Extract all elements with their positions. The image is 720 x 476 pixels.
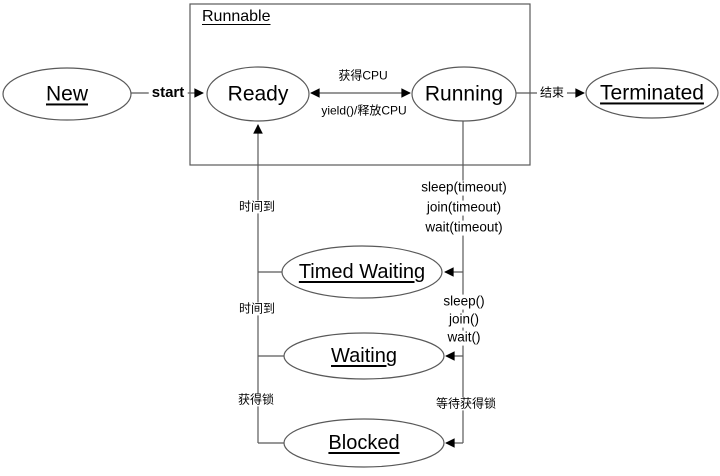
new-state-ellipse: [2, 67, 132, 121]
sleep-timeout-label: sleep(timeout): [418, 180, 510, 196]
sleep-label: sleep(): [440, 294, 488, 310]
new-state-label: New: [45, 82, 89, 106]
timed-waiting-state-label: Timed Waiting: [298, 261, 426, 283]
runnable-group-title: Runnable: [202, 8, 271, 25]
blocked-state-ellipse: [283, 418, 445, 468]
timed-waiting-state-ellipse: [281, 245, 443, 299]
nodes-layer: [2, 66, 719, 468]
acquire-lock-label: 获得锁: [234, 393, 278, 407]
running-state-label: Running: [424, 82, 504, 106]
running-state-ellipse: [411, 66, 517, 122]
runnable-group-box: [189, 3, 531, 166]
ready-state-ellipse: [206, 66, 310, 122]
ready-state-label: Ready: [227, 82, 289, 106]
start-transition-label: start: [148, 84, 188, 102]
join-timeout-label: join(timeout): [423, 200, 505, 216]
yield-release-cpu-transition-label: yield()/释放CPU: [321, 103, 407, 118]
time-up-timed-waiting-label: 时间到: [235, 200, 279, 214]
time-up-waiting-label: 时间到: [235, 302, 279, 316]
edges-layer: [131, 88, 585, 448]
waiting-state-ellipse: [283, 332, 445, 380]
finish-transition-label: 结束: [536, 86, 568, 100]
terminated-state-ellipse: [585, 67, 719, 119]
wait-label: wait(): [444, 330, 484, 346]
blocked-state-label: Blocked: [328, 432, 400, 454]
wait-acquire-lock-label: 等待获得锁: [432, 397, 500, 411]
join-label: join(): [445, 312, 483, 328]
acquire-cpu-transition-label: 获得CPU: [338, 68, 388, 83]
waiting-state-label: Waiting: [331, 345, 397, 367]
wait-timeout-label: wait(timeout): [422, 220, 506, 236]
terminated-state-label: Terminated: [600, 81, 704, 105]
